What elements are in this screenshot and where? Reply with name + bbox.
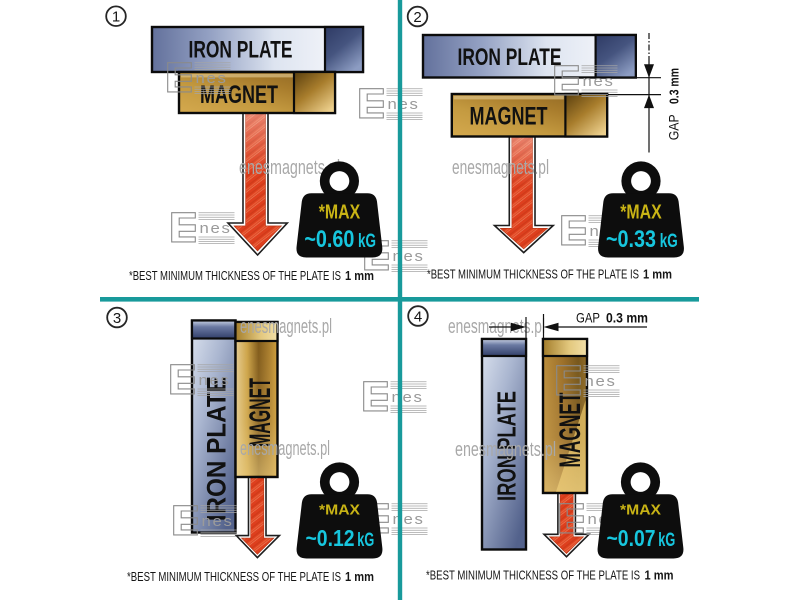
svg-text:0.3 mm: 0.3 mm (667, 68, 682, 104)
svg-text:4: 4 (414, 308, 422, 325)
svg-text:1 mm: 1 mm (645, 568, 674, 583)
svg-text:IRON PLATE: IRON PLATE (189, 38, 293, 64)
svg-text:2: 2 (413, 9, 421, 26)
svg-text:1: 1 (112, 9, 120, 26)
svg-text:3: 3 (113, 310, 121, 327)
svg-text:1 mm: 1 mm (345, 569, 374, 584)
svg-text:kG: kG (358, 231, 376, 252)
svg-text:MAGNET: MAGNET (554, 393, 587, 468)
svg-text:~0.12: ~0.12 (306, 525, 355, 551)
svg-text:*MAX: *MAX (620, 201, 662, 224)
svg-text:MAGNET: MAGNET (470, 103, 548, 131)
svg-text:0.3 mm: 0.3 mm (606, 310, 648, 326)
svg-text:1 mm: 1 mm (345, 268, 374, 283)
svg-text:~0.33: ~0.33 (606, 226, 656, 253)
svg-text:*BEST MINIMUM THICKNESS OF THE: *BEST MINIMUM THICKNESS OF THE PLATE IS (426, 568, 640, 583)
svg-text:*BEST MINIMUM THICKNESS OF THE: *BEST MINIMUM THICKNESS OF THE PLATE IS (127, 569, 341, 584)
svg-text:kG: kG (660, 231, 678, 252)
svg-text:MAGNET: MAGNET (244, 378, 277, 447)
svg-text:GAP: GAP (667, 114, 682, 140)
svg-text:enesmagnets.pl: enesmagnets.pl (452, 157, 549, 179)
svg-text:GAP: GAP (576, 310, 600, 326)
svg-text:enesmagnets.pl: enesmagnets.pl (455, 439, 556, 461)
svg-text:kG: kG (357, 530, 374, 551)
svg-text:*BEST MINIMUM THICKNESS OF THE: *BEST MINIMUM THICKNESS OF THE PLATE IS (427, 267, 639, 282)
svg-text:enesmagnets.pl: enesmagnets.pl (240, 316, 332, 338)
svg-text:*MAX: *MAX (319, 201, 361, 224)
svg-text:~0.60: ~0.60 (304, 226, 354, 253)
svg-text:IRON PLATE: IRON PLATE (202, 376, 232, 521)
svg-text:*MAX: *MAX (620, 502, 661, 519)
svg-text:kG: kG (658, 530, 675, 551)
svg-text:*BEST MINIMUM THICKNESS OF THE: *BEST MINIMUM THICKNESS OF THE PLATE IS (129, 268, 341, 283)
svg-text:enesmagnets.pl: enesmagnets.pl (240, 438, 330, 460)
svg-text:IRON PLATE: IRON PLATE (492, 391, 522, 501)
svg-text:enesmagnets.pl: enesmagnets.pl (239, 157, 340, 179)
svg-text:IRON PLATE: IRON PLATE (458, 45, 562, 71)
svg-text:*MAX: *MAX (319, 502, 360, 519)
svg-text:1 mm: 1 mm (643, 267, 672, 282)
svg-text:~0.07: ~0.07 (607, 525, 656, 551)
